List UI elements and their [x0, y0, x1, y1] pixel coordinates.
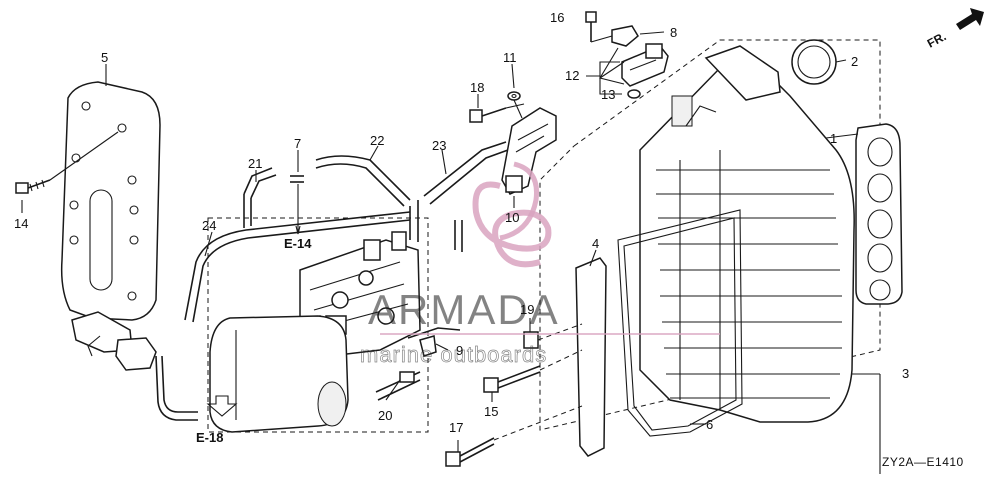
gasket-part-6 — [617, 209, 743, 437]
reference-e18: E-18 — [196, 430, 223, 445]
callout-14: 14 — [14, 216, 28, 231]
leader-lines — [21, 31, 881, 474]
callout-3: 3 — [902, 366, 909, 381]
callout-7: 7 — [294, 136, 301, 151]
front-direction-arrow-icon — [956, 8, 984, 30]
callout-22: 22 — [370, 133, 384, 148]
callout-10: 10 — [505, 210, 519, 225]
gasket-part-1 — [855, 123, 903, 305]
cover-plate-part-5 — [60, 81, 198, 421]
callout-23: 23 — [432, 138, 446, 153]
reference-e14: E-14 — [284, 236, 312, 251]
callout-8: 8 — [670, 25, 677, 40]
callout-6: 6 — [706, 417, 713, 432]
callout-17: 17 — [449, 420, 463, 435]
bolt-part-15 — [483, 365, 541, 393]
strip-part-4 — [575, 257, 607, 457]
bolt-part-14 — [15, 179, 51, 194]
callout-15: 15 — [484, 404, 498, 419]
callout-5: 5 — [101, 50, 108, 65]
bolt-part-18 — [469, 107, 507, 123]
watermark-brand: ARMADA — [368, 286, 560, 333]
ring-part-2 — [791, 39, 837, 85]
callout-18: 18 — [470, 80, 484, 95]
washer-part-11 — [507, 91, 521, 101]
callout-24: 24 — [202, 218, 216, 233]
callout-11: 11 — [503, 50, 517, 65]
o-ring-part-13 — [627, 89, 641, 99]
bolt-part-17 — [445, 437, 495, 467]
callout-20: 20 — [378, 408, 392, 423]
callout-16: 16 — [550, 10, 564, 25]
sensor-part-12 — [621, 43, 669, 87]
watermark-tagline: marine outboards — [360, 342, 547, 367]
vapor-separator-assembly — [207, 217, 461, 433]
bolt-part-16 — [585, 11, 597, 42]
callout-19: 19 — [520, 302, 534, 317]
direction-label: FR. — [925, 29, 949, 50]
callout-9: 9 — [456, 343, 463, 358]
callout-21: 21 — [248, 156, 262, 171]
callout-2: 2 — [851, 54, 858, 69]
armada-logo — [380, 161, 720, 335]
callout-13: 13 — [601, 87, 615, 102]
callout-12: 12 — [565, 68, 579, 83]
arrow-down-icon — [206, 395, 238, 417]
drawing-code: ZY2A—E1410 — [882, 455, 964, 469]
bracket-part-10 — [501, 107, 557, 195]
callout-1: 1 — [830, 131, 837, 146]
hoses-parts-21-24 — [184, 141, 509, 323]
callout-4: 4 — [592, 236, 599, 251]
clip-part-8 — [611, 25, 639, 47]
